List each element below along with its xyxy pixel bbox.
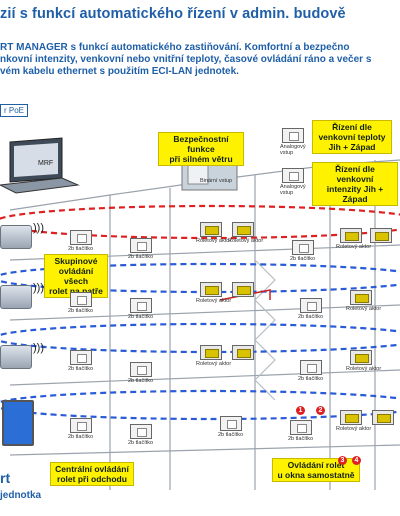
building-structure: [9, 159, 400, 490]
marker-2: 2: [316, 406, 325, 415]
switch: [220, 416, 242, 431]
roller-actuator: [372, 410, 394, 425]
roller-actuator: [350, 350, 372, 365]
switch: [290, 420, 312, 435]
switch: [70, 418, 92, 433]
actuator-label: Roletový aktor: [196, 238, 232, 244]
mrf-label: MRF: [38, 160, 54, 167]
skupinove-note: Skupinové ovládání všech rolet na patře: [44, 254, 108, 298]
switch-label: 2b tlačítko: [68, 246, 94, 252]
roller-actuator: [232, 222, 254, 237]
switch-label: 2b tlačítko: [288, 436, 314, 442]
switch-label: 2b tlačítko: [290, 256, 316, 262]
switch: [292, 240, 314, 255]
bottom-title: rt: [0, 470, 11, 486]
intro-text: RT MANAGER s funkcí automatického zastiň…: [0, 42, 400, 78]
switch: [130, 362, 152, 377]
roller-actuator: [232, 345, 254, 360]
wifi-icon: ))): [33, 222, 44, 234]
switch: [300, 298, 322, 313]
switch-label: 2b tlačítko: [68, 366, 94, 372]
gateway-floor-2: [0, 285, 32, 309]
switch-label: 2b tlačítko: [298, 314, 324, 320]
switch-label: 2b tlačítko: [68, 434, 94, 440]
laptop-icon: [0, 137, 80, 194]
actuator-label: Roletový aktor: [228, 238, 264, 244]
switch: [300, 360, 322, 375]
bezpecnost-note: Bezpečnostní funkce při silném větru: [158, 132, 244, 166]
gateway-floor-1: [0, 225, 32, 249]
analog-sensor-1: [282, 128, 304, 143]
roller-actuator: [200, 222, 222, 237]
switch: [130, 238, 152, 253]
floor-zone-red: [0, 204, 400, 240]
marker-1: 1: [296, 406, 305, 415]
intro-line-3: vém kabelu ethernet s použitím ECI-LAN j…: [0, 66, 239, 77]
switch: [130, 424, 152, 439]
switch-label: 2b tlačítko: [128, 440, 154, 446]
switch-label: 2b tlačítko: [128, 314, 154, 320]
switch: [70, 292, 92, 307]
teplota-note: Řízení dle venkovní teploty Jih + Západ: [312, 120, 392, 154]
roller-actuator: [350, 290, 372, 305]
switch-label: 2b tlačítko: [128, 378, 154, 384]
roller-actuator: [200, 282, 222, 297]
wifi-icon: ))): [33, 342, 44, 354]
actuator-label: Roletový aktor: [336, 426, 372, 432]
switch: [70, 350, 92, 365]
actuator-label: Roletový aktor: [346, 306, 382, 312]
actuator-label: Roletový aktor: [196, 298, 232, 304]
switch-label: 2b tlačítko: [68, 308, 94, 314]
roller-actuator: [340, 410, 362, 425]
page-title: zií s funkcí automatického řízení v admi…: [0, 6, 346, 22]
centralni-note: Centrální ovládání rolet při odchodu: [50, 462, 134, 486]
roller-actuator: [200, 345, 222, 360]
marker-3: 3: [338, 456, 347, 465]
touch-panel: [2, 400, 34, 446]
analog-sensor-2: [282, 168, 304, 183]
actuator-label: Roletový aktor: [346, 366, 382, 372]
analog-sensor-2-label: Analogový vstup: [280, 184, 306, 196]
switch-label: 2b tlačítko: [298, 376, 324, 382]
switch-label: 2b tlačítko: [218, 432, 244, 438]
switch-label: 2b tlačítko: [128, 254, 154, 260]
switch: [70, 230, 92, 245]
actuator-label: Roletový aktor: [196, 361, 232, 367]
binary-sensor-label: Binární vstup: [200, 178, 233, 184]
bottom-subtitle: jednotka: [0, 490, 42, 501]
roller-actuator: [340, 228, 362, 243]
analog-sensor-1-label: Analogový vstup: [280, 144, 306, 156]
roller-actuator: [232, 282, 254, 297]
gateway-floor-3: [0, 345, 32, 369]
poe-tag: r PoE: [0, 104, 29, 117]
actuator-label: Roletový aktor: [336, 244, 372, 250]
header: zií s funkcí automatického řízení v admi…: [0, 0, 400, 110]
marker-4: 4: [352, 456, 361, 465]
roller-actuator: [370, 228, 392, 243]
intro-line-1: RT MANAGER s funkcí automatického zastiň…: [0, 42, 350, 53]
intro-line-2: nkovní intenzity, venkovní nebo vnitřní …: [0, 54, 372, 65]
wifi-icon: ))): [33, 282, 44, 294]
intenzita-note: Řízení dle venkovní intenzity Jih + Zápa…: [312, 162, 398, 206]
switch: [130, 298, 152, 313]
